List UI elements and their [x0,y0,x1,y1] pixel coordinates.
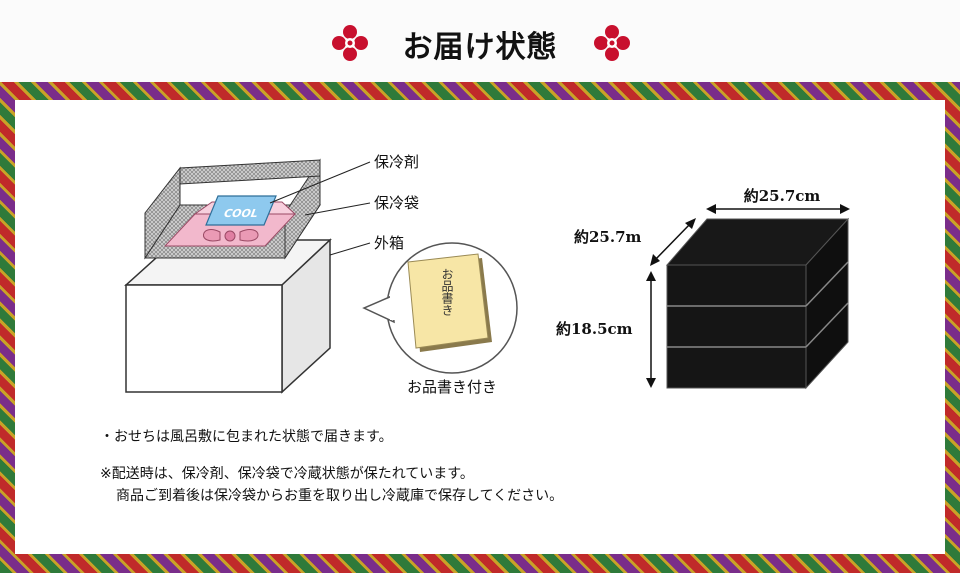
note-storage: 商品ご到着後は保冷袋からお重を取り出し冷蔵庫で保存してください。 [116,488,564,504]
crest-icon-left [332,25,368,61]
menu-card-bubble: お品書き [362,242,518,374]
leader-outer-box [329,242,371,256]
dimension-height: 約18.5cm [556,320,633,338]
menu-card-text: お品書き [440,268,454,316]
ice-pack-icon: COOL [205,195,277,226]
dimension-width: 約25.7cm [744,187,821,205]
label-cool-bag: 保冷袋 [374,194,419,212]
jubako-box [665,217,850,390]
leader-cool-bag [304,202,371,216]
label-outer-box: 外箱 [374,234,404,252]
dimension-depth: 約25.7m [574,228,642,246]
label-ice-pack: 保冷剤 [374,153,419,171]
label-menu-card: お品書き付き [407,378,497,396]
leader-ice-pack [269,161,371,204]
crest-icon-right [594,25,630,61]
note-shipping: ※配送時は、保冷剤、保冷袋で冷蔵状態が保たれています。 [100,466,474,482]
header-band [0,0,960,82]
cool-tag-text: COOL [222,206,261,220]
page-title: お届け状態 [402,30,558,65]
dimension-arrows [646,204,850,388]
note-wrapping: ・おせちは風呂敷に包まれた状態で届きます。 [100,429,393,445]
outer-box [124,238,332,394]
